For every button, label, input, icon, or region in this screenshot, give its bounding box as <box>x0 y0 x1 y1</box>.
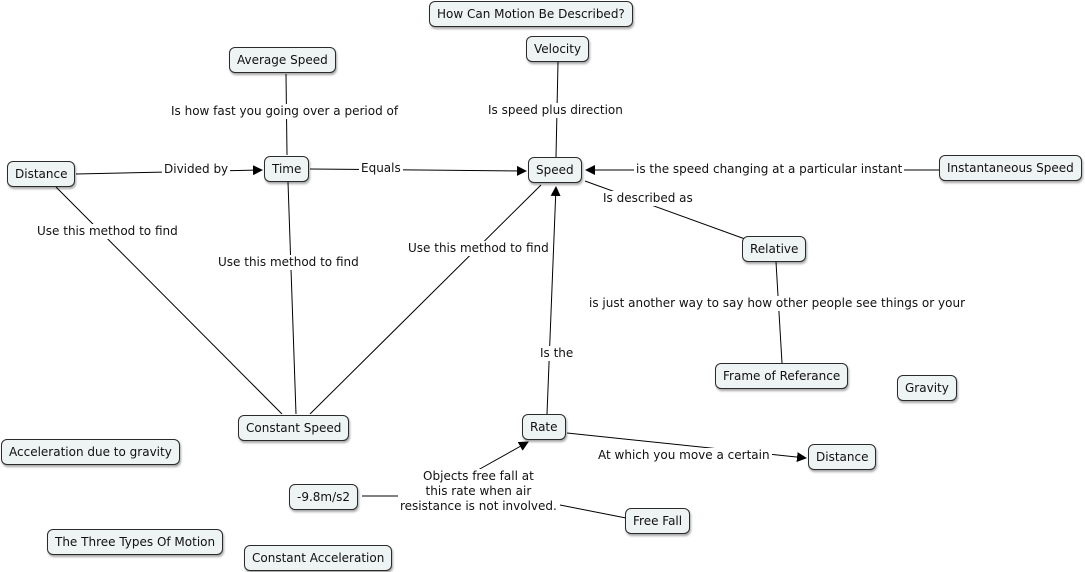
link-constant-speed <box>309 184 542 415</box>
link-label-dist-method: Use this method to find <box>35 224 180 239</box>
free-fall-line-3: resistance is not involved. <box>400 499 557 513</box>
link-label-avg-time: Is how fast you going over a period of <box>169 104 401 119</box>
concept-frame-of-reference[interactable]: Frame of Referance <box>715 363 849 389</box>
link-label-vel-speed: Is speed plus direction <box>486 103 625 118</box>
concept-free-fall[interactable]: Free Fall <box>625 508 691 534</box>
link-label-at-which: At which you move a certain <box>596 448 772 463</box>
concept-three-types[interactable]: The Three Types Of Motion <box>47 529 224 555</box>
concept-constant-speed[interactable]: Constant Speed <box>238 415 350 441</box>
link-freefall-rate <box>559 504 627 519</box>
concept-distance-right[interactable]: Distance <box>808 444 877 470</box>
link-label-relative-frame: is just another way to say how other peo… <box>587 296 968 311</box>
link-label-equals: Equals <box>359 161 403 176</box>
link-distance-constant <box>55 186 283 415</box>
concept-gravity-value[interactable]: -9.8m/s2 <box>289 484 359 510</box>
link-label-rate <box>477 441 529 471</box>
link-label-instant: is the speed changing at a particular in… <box>634 162 905 177</box>
concept-speed[interactable]: Speed <box>528 157 582 183</box>
concept-time[interactable]: Time <box>264 156 310 182</box>
link-time-speed <box>309 165 527 176</box>
link-time-constant <box>287 181 297 415</box>
link-label-speed-method: Use this method to find <box>406 241 551 256</box>
link-label-free-fall: Objects free fall at this rate when air … <box>398 469 559 514</box>
link-label-described-as: Is described as <box>601 191 695 206</box>
link-speed-relative <box>584 180 746 240</box>
concept-constant-acceleration[interactable]: Constant Acceleration <box>244 545 393 571</box>
concept-gravity[interactable]: Gravity <box>897 375 957 401</box>
link-label-is-the: Is the <box>538 346 576 361</box>
free-fall-line-2: this rate when air <box>425 484 532 498</box>
concept-velocity[interactable]: Velocity <box>526 36 590 62</box>
concept-distance-left[interactable]: Distance <box>7 161 76 187</box>
concept-instantaneous-speed[interactable]: Instantaneous Speed <box>939 155 1082 181</box>
link-label-divided-by: Divided by <box>162 162 231 177</box>
concept-acceleration-gravity[interactable]: Acceleration due to gravity <box>1 439 180 465</box>
free-fall-line-1: Objects free fall at <box>423 469 534 483</box>
concept-relative[interactable]: Relative <box>742 236 807 262</box>
link-rate-speed <box>546 186 561 415</box>
concept-rate[interactable]: Rate <box>522 414 566 440</box>
concept-title[interactable]: How Can Motion Be Described? <box>429 1 633 27</box>
link-relative-frame <box>775 261 783 364</box>
link-label-time-method: Use this method to find <box>216 255 361 270</box>
concept-average-speed[interactable]: Average Speed <box>229 47 336 73</box>
